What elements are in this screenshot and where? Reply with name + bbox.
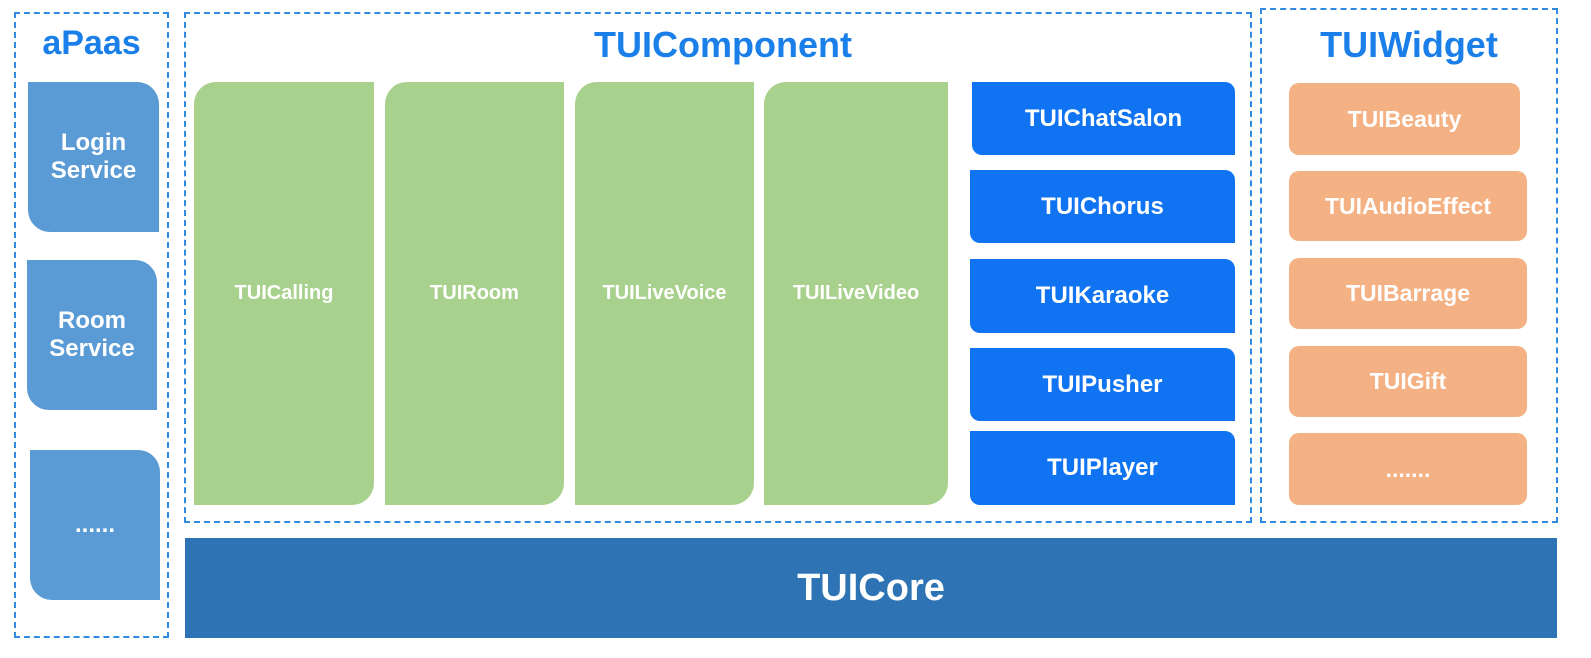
tuikaraoke-box: TUIKaraoke bbox=[970, 259, 1235, 333]
apaas-title: aPaas bbox=[42, 24, 141, 62]
tuiplayer-box: TUIPlayer bbox=[970, 431, 1235, 505]
tuicore-bar: TUICore bbox=[185, 538, 1557, 638]
tuilivevoice-box: TUILiveVoice bbox=[575, 82, 754, 505]
apaas-group: aPaas bbox=[14, 12, 169, 638]
tuicomponent-group: TUIComponent bbox=[184, 12, 1252, 523]
tuiwidget-group: TUIWidget bbox=[1260, 8, 1558, 523]
tuilivevideo-box: TUILiveVideo bbox=[764, 82, 948, 505]
tuichorus-box: TUIChorus bbox=[970, 170, 1235, 243]
tuichatsalon-box: TUIChatSalon bbox=[972, 82, 1235, 155]
apaas-more-box: ...... bbox=[30, 450, 160, 600]
tuipusher-box: TUIPusher bbox=[970, 348, 1235, 421]
tuibarrage-box: TUIBarrage bbox=[1289, 258, 1527, 329]
tuibeauty-box: TUIBeauty bbox=[1289, 83, 1520, 155]
tuigift-box: TUIGift bbox=[1289, 346, 1527, 417]
tuicalling-box: TUICalling bbox=[194, 82, 374, 505]
room-service-box: Room Service bbox=[27, 260, 157, 410]
tuiaudioeffect-box: TUIAudioEffect bbox=[1289, 171, 1527, 241]
login-service-box: Login Service bbox=[28, 82, 159, 232]
tuiwidget-title: TUIWidget bbox=[1320, 24, 1498, 65]
tuiwidget-more-box: ....... bbox=[1289, 433, 1527, 505]
tuiroom-box: TUIRoom bbox=[385, 82, 564, 505]
tuicomponent-title: TUIComponent bbox=[594, 24, 852, 65]
